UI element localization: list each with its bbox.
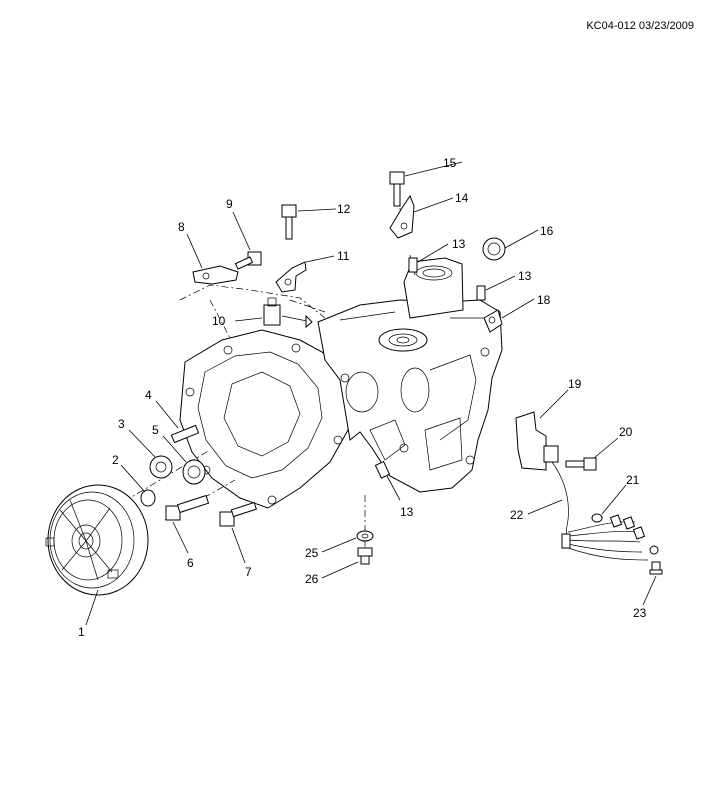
sleeve-part-2	[140, 489, 156, 507]
bolt-part-20	[565, 457, 597, 471]
seal-part-5	[182, 459, 206, 485]
bolt-part-15	[389, 171, 405, 207]
transaxle-case	[179, 257, 503, 509]
callout-10: 10	[212, 314, 226, 328]
gasket-part-18	[483, 309, 503, 333]
plug-part-13a	[408, 257, 418, 273]
seal-part-16	[482, 237, 506, 261]
callout-14: 14	[455, 191, 469, 205]
leader-lines	[85, 161, 657, 626]
callout-5: 5	[152, 423, 159, 437]
washer-part-25	[356, 530, 374, 542]
plug-part-13b	[476, 285, 486, 301]
callout-7: 7	[245, 565, 252, 579]
torque-converter	[45, 484, 149, 596]
bracket-part-19	[515, 411, 559, 471]
wire-harness-part-21-22	[551, 461, 659, 561]
callout-9: 9	[226, 197, 233, 211]
bolt-part-12	[281, 204, 297, 240]
callout-15: 15	[443, 156, 457, 170]
callout-26: 26	[305, 572, 319, 586]
callout-16: 16	[540, 224, 554, 238]
stud-part-4	[170, 424, 200, 444]
callout-11: 11	[337, 249, 350, 263]
bolt-part-23	[649, 561, 663, 575]
callout-4: 4	[145, 388, 152, 402]
plug-part-13c	[374, 460, 391, 479]
diagram-reference-code: KC04-012 03/23/2009	[586, 20, 694, 32]
callout-13-upper: 13	[452, 237, 466, 251]
callout-13-right: 13	[518, 269, 532, 283]
callout-22: 22	[510, 508, 524, 522]
bolt-part-6	[165, 494, 210, 521]
callout-13-lower: 13	[400, 505, 414, 519]
bolt-part-7	[219, 501, 257, 527]
seal-part-3	[149, 455, 173, 479]
bolt-part-9	[234, 251, 262, 270]
callout-2: 2	[112, 453, 119, 467]
sensor-part-10	[263, 297, 313, 329]
callout-23: 23	[633, 606, 647, 620]
callout-20: 20	[619, 425, 633, 439]
callout-8: 8	[178, 220, 185, 234]
plug-part-26	[357, 547, 373, 565]
bracket-part-14	[389, 194, 415, 239]
callout-19: 19	[568, 377, 582, 391]
callout-12: 12	[337, 202, 351, 216]
callout-21: 21	[626, 473, 640, 487]
callout-18: 18	[537, 293, 551, 307]
bracket-part-8	[192, 265, 239, 285]
callout-1: 1	[78, 625, 85, 639]
callout-25: 25	[305, 546, 319, 560]
callout-6: 6	[187, 556, 194, 570]
callout-3: 3	[118, 417, 125, 431]
bracket-part-11	[275, 261, 307, 293]
